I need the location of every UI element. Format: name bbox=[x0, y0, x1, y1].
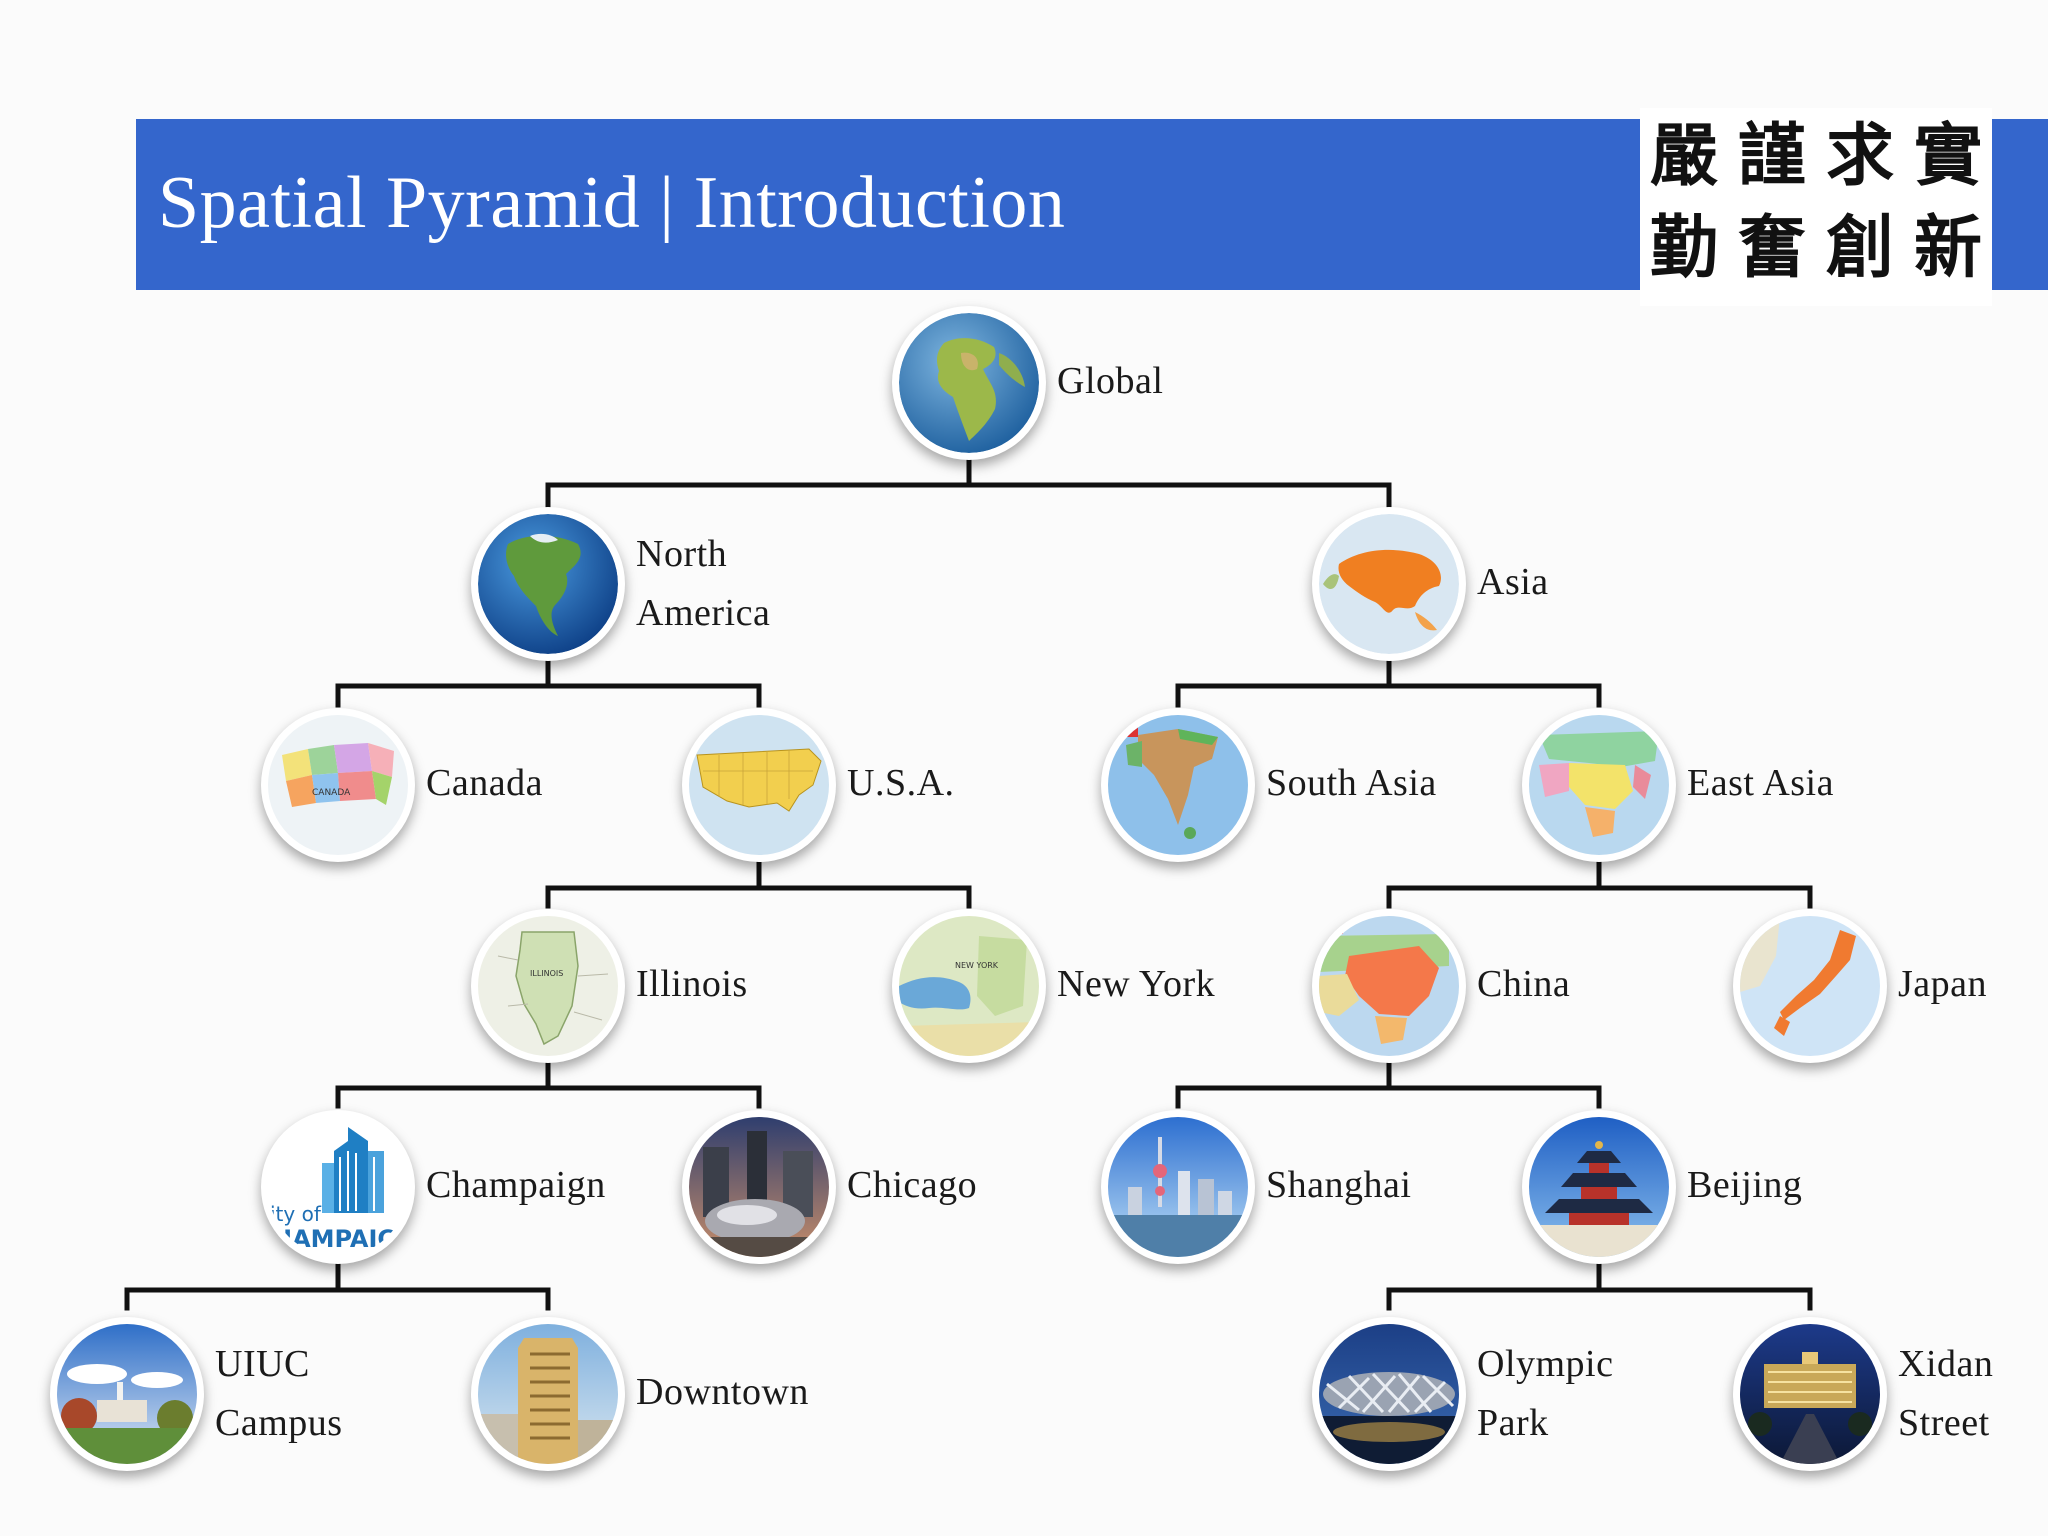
connector-asia bbox=[1175, 652, 1602, 708]
node-label: Asia bbox=[1477, 561, 1549, 603]
usa-map-icon bbox=[689, 715, 829, 855]
slide-title: Spatial Pyramid | Introduction bbox=[158, 162, 1066, 244]
node-label-line: Olympic bbox=[1477, 1343, 1614, 1385]
shanghai-skyline-photo bbox=[1108, 1117, 1248, 1257]
title-bar-tail bbox=[1990, 119, 2048, 290]
node-label: South Asia bbox=[1266, 762, 1437, 804]
node-label: Shanghai bbox=[1266, 1164, 1412, 1206]
motto-char: 實 bbox=[1913, 116, 1982, 196]
connector-north-america bbox=[335, 652, 762, 708]
university-motto: 嚴 謹 求 實 勤 奮 創 新 bbox=[1640, 108, 1992, 306]
node-label: China bbox=[1477, 963, 1571, 1005]
motto-char: 勤 bbox=[1649, 208, 1718, 288]
node-label: Xidan Street bbox=[1898, 1335, 1993, 1453]
south-asia-map-icon bbox=[1108, 715, 1248, 855]
globe-north-america-icon bbox=[478, 514, 618, 654]
new-york-map-icon: NEW YORK bbox=[899, 916, 1039, 1056]
connector-illinois bbox=[335, 1060, 762, 1109]
motto-row-1: 嚴 謹 求 實 bbox=[1640, 116, 1992, 196]
uiuc-campus-photo bbox=[57, 1324, 197, 1464]
node-label-line: Park bbox=[1477, 1402, 1549, 1444]
illinois-map-icon: ILLINOIS bbox=[478, 916, 618, 1056]
globe-africa-europe-icon bbox=[899, 313, 1039, 453]
globe-asia-icon bbox=[1319, 514, 1459, 654]
china-map-icon bbox=[1319, 916, 1459, 1056]
node-label-line: UIUC bbox=[215, 1343, 310, 1385]
node-label: Champaign bbox=[426, 1164, 606, 1206]
motto-char: 新 bbox=[1913, 208, 1982, 288]
logo-text: ity of bbox=[270, 1202, 322, 1226]
node-label: Japan bbox=[1898, 963, 1988, 1005]
birds-nest-stadium-photo bbox=[1319, 1324, 1459, 1464]
node-label: North America bbox=[636, 525, 770, 643]
node-label-line: Campus bbox=[215, 1402, 343, 1444]
node-label-line: America bbox=[636, 592, 771, 634]
svg-text:CANADA: CANADA bbox=[312, 788, 351, 798]
node-label: Illinois bbox=[636, 963, 748, 1005]
motto-row-2: 勤 奮 創 新 bbox=[1640, 208, 1992, 288]
canada-map-icon: CANADA bbox=[268, 715, 408, 855]
connector-global bbox=[545, 445, 1392, 508]
chicago-bean-photo bbox=[689, 1117, 829, 1257]
temple-of-heaven-photo bbox=[1529, 1117, 1669, 1257]
node-label: Global bbox=[1057, 360, 1164, 402]
connector-beijing bbox=[1386, 1262, 1813, 1311]
node-label: Beijing bbox=[1687, 1164, 1803, 1206]
node-label: Downtown bbox=[636, 1371, 809, 1413]
node-label: East Asia bbox=[1687, 762, 1834, 804]
city-of-champaign-logo: ity of HAMPAIC bbox=[268, 1117, 408, 1257]
node-label: New York bbox=[1057, 963, 1216, 1005]
node-label-line: Street bbox=[1898, 1402, 1990, 1444]
title-bar: Spatial Pyramid | Introduction bbox=[136, 119, 1640, 290]
svg-text:ILLINOIS: ILLINOIS bbox=[530, 969, 563, 978]
connector-china bbox=[1175, 1060, 1602, 1109]
motto-char: 嚴 bbox=[1649, 116, 1718, 196]
svg-text:NEW YORK: NEW YORK bbox=[955, 961, 999, 970]
node-label: Canada bbox=[426, 762, 543, 804]
connector-east-asia bbox=[1386, 859, 1813, 909]
motto-char: 奮 bbox=[1737, 208, 1806, 288]
node-label: Chicago bbox=[847, 1164, 978, 1206]
node-label: Olympic Park bbox=[1477, 1335, 1613, 1453]
east-asia-map-icon bbox=[1529, 715, 1669, 855]
motto-char: 求 bbox=[1825, 116, 1894, 196]
xidan-street-night-photo bbox=[1740, 1324, 1880, 1464]
connector-champaign bbox=[124, 1262, 551, 1311]
node-label-line: North bbox=[636, 533, 728, 575]
motto-char: 創 bbox=[1825, 208, 1894, 288]
japan-map-icon bbox=[1740, 916, 1880, 1056]
node-label: U.S.A. bbox=[847, 762, 955, 804]
motto-char: 謹 bbox=[1737, 116, 1806, 196]
node-label-line: Xidan bbox=[1898, 1343, 1994, 1385]
downtown-building-photo bbox=[478, 1324, 618, 1464]
connector-usa bbox=[545, 859, 972, 909]
node-label: UIUC Campus bbox=[215, 1335, 343, 1453]
